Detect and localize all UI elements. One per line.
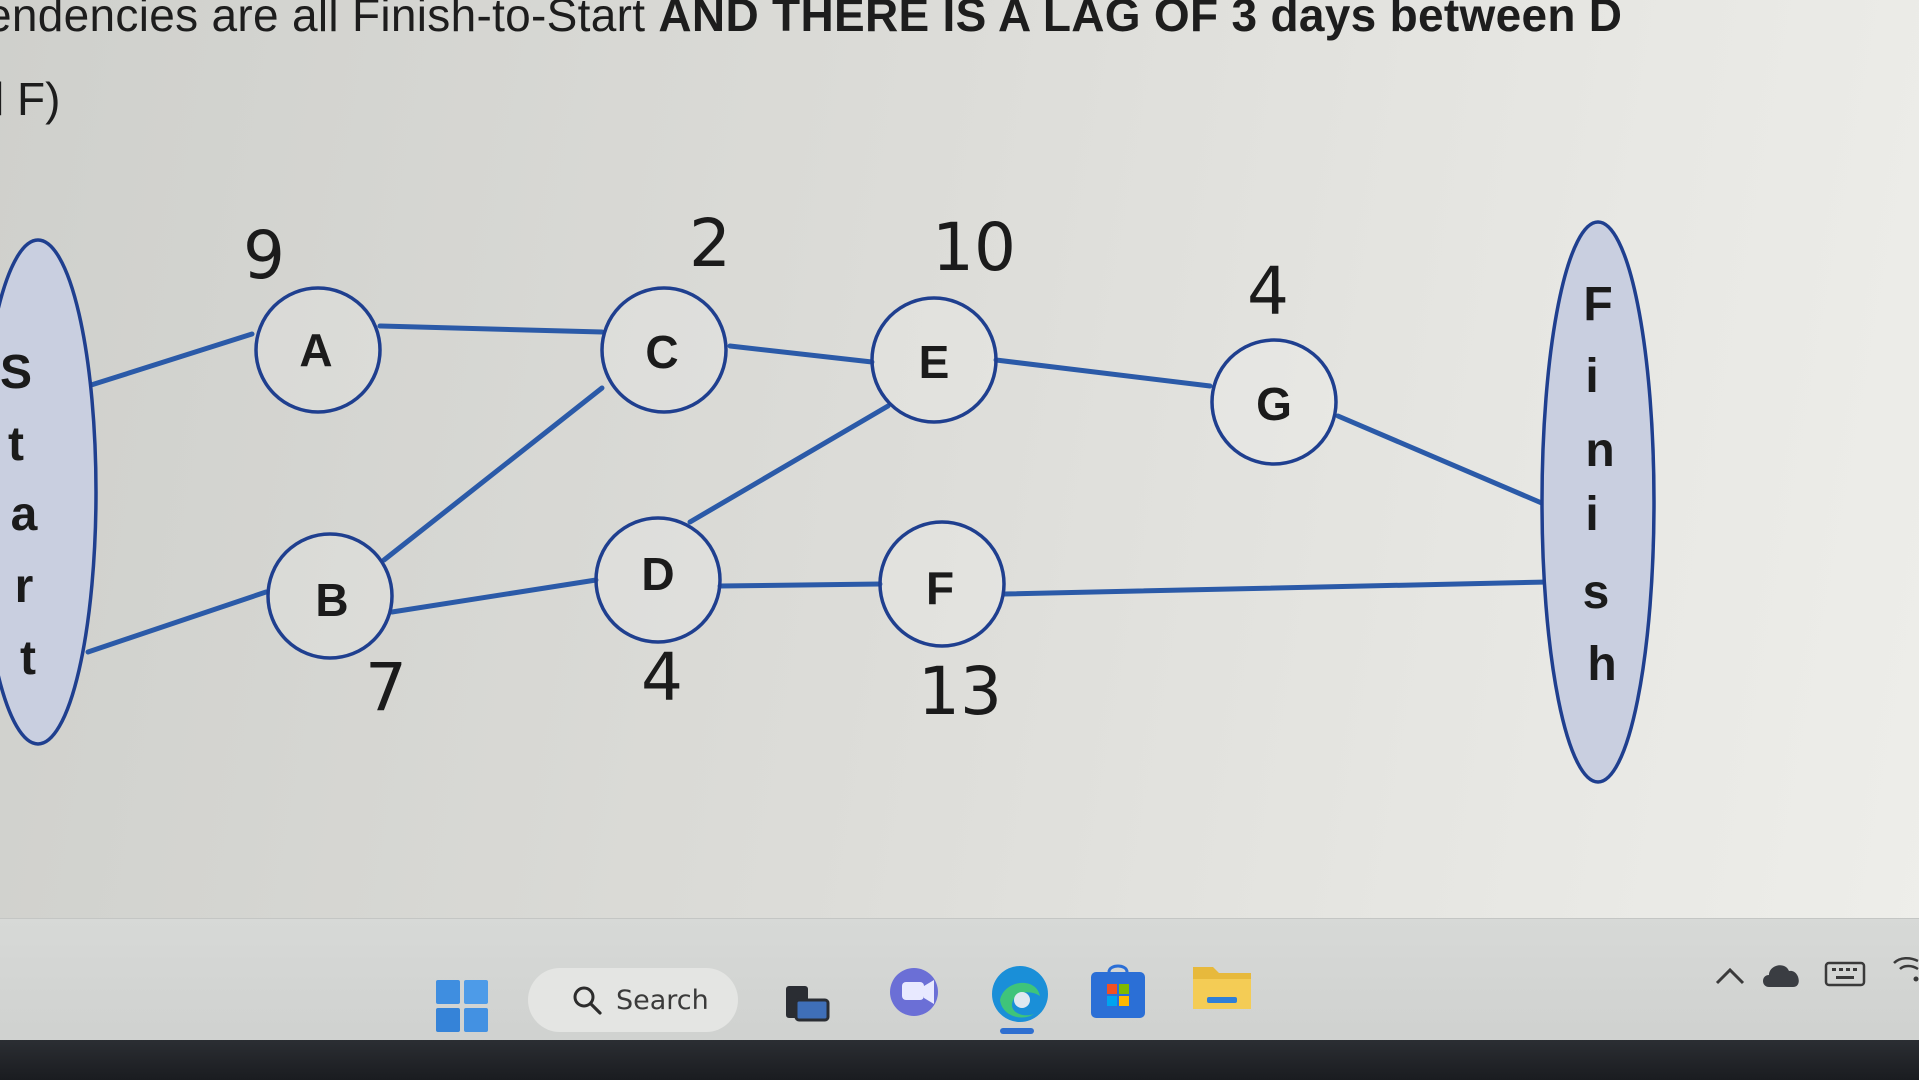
taskbar xyxy=(0,918,1919,1049)
edge-d-f xyxy=(717,581,883,589)
edge-start-a xyxy=(85,331,255,389)
edge-g-finish xyxy=(1335,413,1547,507)
edge-start-b xyxy=(85,589,269,655)
start-button[interactable] xyxy=(432,976,492,1036)
instruction-bold-text: AND THERE IS A LAG OF 3 days between D xyxy=(658,0,1623,41)
node-circle xyxy=(594,516,722,644)
duration-label: 4 xyxy=(641,639,683,716)
windows-logo-icon xyxy=(436,980,488,1032)
duration-label: 9 xyxy=(243,217,285,294)
network-diagram: S t a r t F i n i s h A 9 B 7 xyxy=(0,205,1656,784)
store-app-button[interactable] xyxy=(1088,962,1148,1022)
finish-letter: i xyxy=(1585,488,1598,541)
activity-node-a: A 9 xyxy=(243,217,382,414)
node-circle xyxy=(254,286,382,414)
show-hidden-icons-button[interactable] xyxy=(1710,958,1750,994)
finish-letter: s xyxy=(1583,566,1610,619)
chat-app-button[interactable] xyxy=(883,962,947,1026)
start-letter: S xyxy=(0,346,32,399)
node-label: G xyxy=(1256,378,1292,430)
edge-f-finish xyxy=(1001,579,1551,597)
finish-ellipse xyxy=(1540,220,1656,784)
activity-node-d: D 4 xyxy=(594,516,722,716)
finish-letter: i xyxy=(1585,350,1598,403)
duration-label: 13 xyxy=(918,653,1002,730)
edge-browser-button[interactable] xyxy=(984,958,1056,1030)
edge-b-c xyxy=(381,385,605,563)
edge-a-c xyxy=(377,323,605,335)
finish-node: F i n i s h xyxy=(1540,220,1656,784)
store-icon xyxy=(1091,964,1145,1018)
instruction-line-1: endencies are all Finish-to-Start AND TH… xyxy=(0,0,1622,42)
search-label: Search xyxy=(616,984,709,1016)
task-view-button[interactable] xyxy=(780,974,834,1028)
onedrive-cloud-icon xyxy=(1763,965,1799,987)
keyboard-icon xyxy=(1824,961,1866,987)
activity-node-g: G 4 xyxy=(1210,253,1338,466)
node-label: B xyxy=(315,574,348,626)
task-view-icon xyxy=(786,986,830,1022)
edge-d-e xyxy=(687,403,891,525)
finish-letter: F xyxy=(1583,278,1612,331)
onedrive-button[interactable] xyxy=(1758,954,1804,994)
duration-label: 10 xyxy=(932,209,1016,286)
search-icon xyxy=(573,986,602,1015)
node-circle xyxy=(878,520,1006,648)
duration-label: 7 xyxy=(365,649,407,726)
node-label: F xyxy=(926,562,954,614)
activity-node-f: F 13 xyxy=(878,520,1006,730)
instruction-regular-text: endencies are all Finish-to-Start xyxy=(0,0,659,41)
start-letter: a xyxy=(11,488,38,541)
node-circle xyxy=(600,286,728,414)
node-circle xyxy=(266,532,394,660)
node-circle xyxy=(870,296,998,424)
edge-browser-icon xyxy=(992,966,1048,1022)
chat-icon xyxy=(890,968,938,1016)
start-ellipse xyxy=(0,238,98,746)
node-label: E xyxy=(919,336,950,388)
diagram-edges xyxy=(85,323,1551,655)
node-label: C xyxy=(645,326,678,378)
node-circle xyxy=(1210,338,1338,466)
wifi-icon xyxy=(1893,957,1919,982)
edge-b-d xyxy=(389,577,599,615)
activity-node-c: C 2 xyxy=(600,205,731,414)
chevron-up-icon xyxy=(1715,967,1745,985)
activity-node-b: B 7 xyxy=(266,532,407,726)
start-letter: t xyxy=(20,632,36,685)
taskbar-search-box[interactable]: Search xyxy=(528,968,738,1032)
duration-label: 4 xyxy=(1247,253,1289,330)
finish-letter: n xyxy=(1585,424,1614,477)
touch-keyboard-button[interactable] xyxy=(1822,954,1868,994)
document-text: endencies are all Finish-to-Start AND TH… xyxy=(0,0,1919,140)
edge-e-g xyxy=(993,357,1213,389)
start-letter: r xyxy=(15,560,34,613)
monitor-bezel xyxy=(0,1040,1919,1080)
file-explorer-button[interactable] xyxy=(1190,958,1254,1014)
node-label: D xyxy=(641,548,674,600)
activity-node-e: E 10 xyxy=(870,209,1016,424)
duration-label: 2 xyxy=(689,205,731,282)
start-node: S t a r t xyxy=(0,238,98,746)
instruction-line-2: l F) xyxy=(0,73,61,125)
edge-c-e xyxy=(727,343,875,365)
network-button[interactable] xyxy=(1890,950,1919,990)
file-explorer-icon xyxy=(1193,967,1251,1009)
start-letter: t xyxy=(8,418,24,471)
node-label: A xyxy=(299,324,332,376)
finish-letter: h xyxy=(1587,638,1616,691)
active-app-indicator xyxy=(1000,1028,1034,1034)
